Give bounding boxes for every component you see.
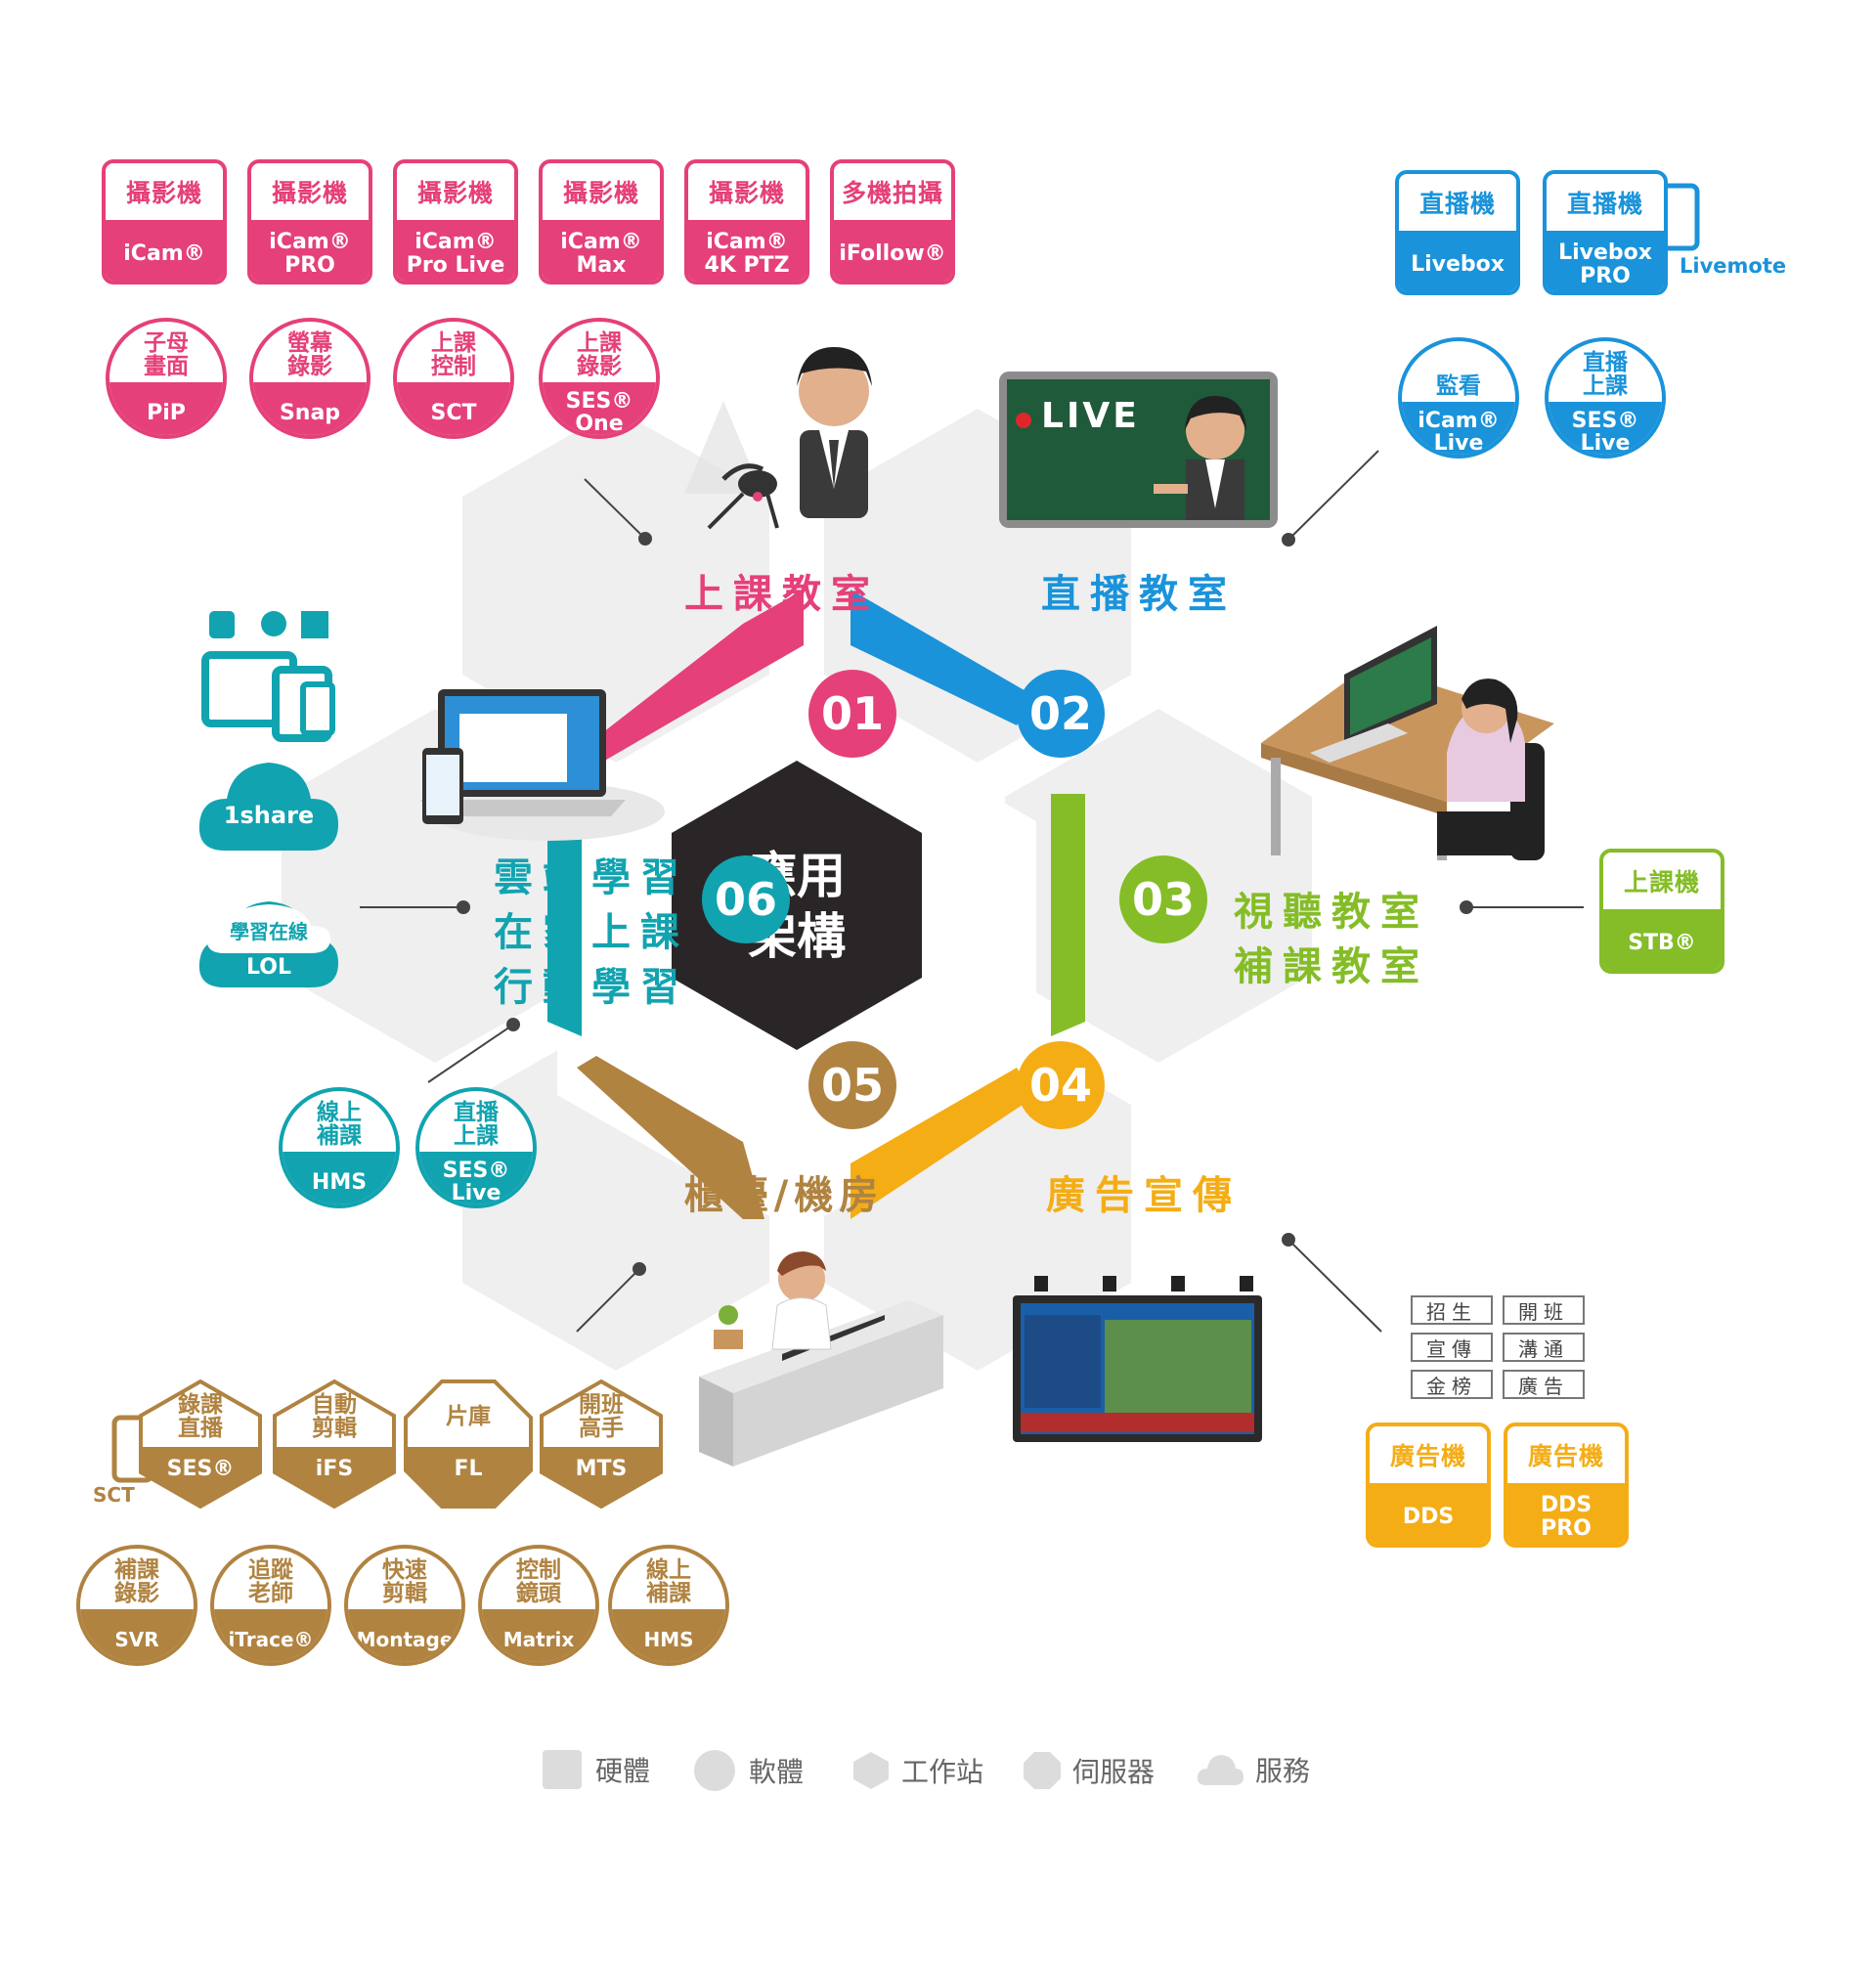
sw-ses-one: 上課 錄影 SES® One: [539, 318, 660, 439]
sw-pip: 子母 畫面 PiP: [106, 318, 227, 439]
hexagon-icon: [853, 1752, 889, 1789]
ad-display-illustration: [1013, 1276, 1262, 1442]
service-lol-bottom: LOL: [246, 955, 291, 980]
center-hexagon: [672, 761, 922, 1050]
ws-mts: 開班 高手 MTS: [536, 1379, 667, 1510]
legend-workstation: 工作站: [851, 1750, 983, 1791]
band-03: [1051, 794, 1085, 1036]
tag-3: 溝通: [1503, 1333, 1585, 1362]
sct-label: SCT: [93, 1483, 135, 1507]
sw-ses-live-blue: 直播 上課 SES® Live: [1545, 337, 1666, 459]
tag-0: 招生: [1411, 1295, 1493, 1325]
sw-matrix: 控制 鏡頭 Matrix: [478, 1545, 599, 1666]
legend-hardware: 硬體: [543, 1750, 650, 1789]
band-06: [547, 782, 582, 1036]
hw-dds: 廣告機 DDS: [1366, 1423, 1491, 1548]
service-lol-top: 學習在線: [230, 920, 308, 943]
hw-icam-pro-live: 攝影機 iCam® Pro Live: [393, 159, 518, 285]
ws-ses: 錄課 直播 SES®: [135, 1379, 266, 1510]
tag-1: 開班: [1503, 1295, 1585, 1325]
band-01: [577, 590, 804, 766]
windows-icon: [301, 611, 328, 638]
sw-montage: 快速 剪輯 Montage: [344, 1545, 465, 1666]
octagon-icon: [1024, 1752, 1061, 1789]
band-02: [851, 590, 1034, 725]
square-icon: [543, 1750, 582, 1789]
sw-ses-live-teal: 直播 上課 SES® Live: [415, 1087, 537, 1208]
section-03-title: 視聽教室 補課教室: [1234, 885, 1429, 994]
sw-hms-brown: 線上 補課 HMS: [608, 1545, 729, 1666]
section-03-title-line2: 補課教室: [1234, 944, 1429, 989]
sw-hms-teal: 線上 補課 HMS: [279, 1087, 400, 1208]
ws-fl: 片庫 FL: [403, 1379, 534, 1510]
counter-illustration: [699, 1251, 943, 1467]
hw-icam-4k-ptz: 攝影機 iCam® 4K PTZ: [684, 159, 809, 285]
section-03-title-line1: 視聽教室: [1234, 890, 1429, 935]
sw-icam-live: 監看 iCam® Live: [1398, 337, 1519, 459]
laptop-illustration: [420, 689, 665, 841]
sw-svr: 補課 錄影 SVR: [76, 1545, 197, 1666]
section-01-title: 上課教室: [684, 572, 880, 617]
section-06-title-line3: 行動學習: [494, 965, 689, 1010]
hw-icam-max: 攝影機 iCam® Max: [539, 159, 664, 285]
section-02-number: 02: [1017, 670, 1105, 758]
hw-icam: 攝影機 iCam®: [102, 159, 227, 285]
section-04-title: 廣告宣傳: [1046, 1173, 1242, 1218]
tag-4: 金榜: [1411, 1370, 1493, 1399]
tag-5: 廣告: [1503, 1370, 1585, 1399]
service-1share: 1share: [196, 748, 342, 860]
live-board-illustration: [999, 372, 1278, 528]
hw-livebox: 直播機 Livebox: [1395, 170, 1520, 295]
hw-icam-pro: 攝影機 iCam® PRO: [247, 159, 372, 285]
apple-icon: [261, 611, 286, 636]
section-06-title-line1: 雲端學習: [494, 855, 689, 900]
hw-ifollow: 多機拍攝 iFollow®: [830, 159, 955, 285]
section-06-number: 06: [702, 855, 790, 943]
service-1share-label: 1share: [223, 802, 315, 829]
sw-itrace: 追蹤 老師 iTrace®: [210, 1545, 331, 1666]
band-04: [851, 1068, 1034, 1219]
section-06-title-line2: 在家上課: [494, 910, 689, 955]
cloud-icon: [1197, 1755, 1243, 1785]
section-03-number: 03: [1119, 855, 1207, 943]
hw-dds-pro: 廣告機 DDS PRO: [1504, 1423, 1629, 1548]
section-04-number: 04: [1017, 1041, 1105, 1129]
android-icon: [209, 611, 235, 638]
ws-ifs: 自動 剪輯 iFS: [269, 1379, 400, 1510]
band-05: [577, 1056, 764, 1219]
teacher-illustration: [684, 347, 872, 530]
hw-livebox-pro: 直播機 Livebox PRO: [1543, 170, 1668, 295]
desk-illustration: [1261, 626, 1554, 860]
section-05-number: 05: [808, 1041, 896, 1129]
legend-server: 伺服器: [1022, 1750, 1155, 1791]
hw-stb: 上課機 STB®: [1599, 849, 1724, 974]
section-01-number: 01: [808, 670, 896, 758]
tag-2: 宣傳: [1411, 1333, 1493, 1362]
section-06-title: 雲端學習 在家上課 行動學習: [494, 851, 689, 1015]
circle-icon: [694, 1750, 735, 1791]
section-02-title: 直播教室: [1041, 572, 1237, 617]
service-lol: 學習在線 LOL: [196, 885, 342, 992]
live-label: LIVE: [1041, 396, 1140, 436]
legend-service: 服務: [1195, 1750, 1310, 1789]
sw-snap: 螢幕 錄影 Snap: [249, 318, 371, 439]
section-05-title: 櫃檯/機房: [683, 1173, 885, 1218]
device-icons: [201, 611, 335, 742]
sw-sct: 上課 控制 SCT: [393, 318, 514, 439]
livemote-label: Livemote: [1680, 254, 1787, 278]
legend-software: 軟體: [694, 1750, 804, 1791]
